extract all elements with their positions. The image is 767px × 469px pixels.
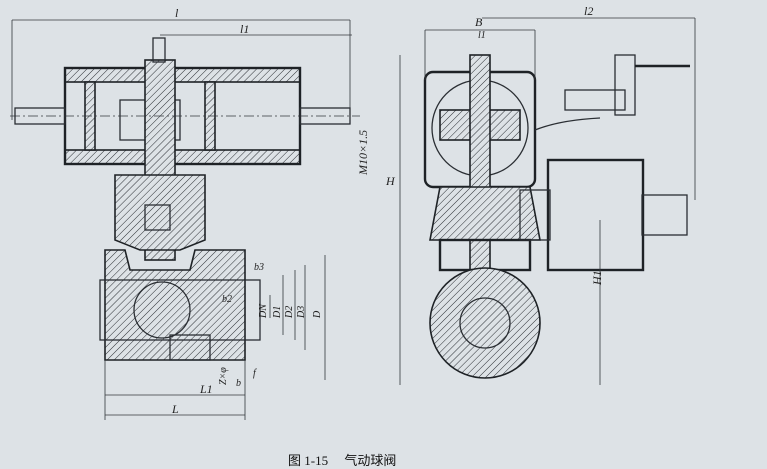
front-view [10, 19, 360, 420]
caption-title: 气动球阀 [344, 453, 397, 468]
label-DN: DN [258, 304, 269, 318]
label-B: B [475, 15, 483, 29]
label-D3: D3 [296, 305, 307, 318]
label-f: f [253, 368, 256, 379]
label-bolts: Z×φ [218, 367, 229, 385]
label-l: l [175, 6, 179, 20]
label-L: L [172, 402, 179, 416]
side-view [399, 17, 696, 385]
label-L1: L1 [200, 382, 213, 396]
label-side-l1: l1 [478, 30, 486, 41]
label-b3: b3 [254, 262, 264, 273]
label-thread: M10×1.5 [356, 129, 370, 175]
label-l2: l2 [584, 4, 594, 18]
figure-caption: 图 1-15 气动球阀 [288, 450, 396, 469]
label-D1: D1 [272, 305, 283, 318]
label-H1: H1 [590, 270, 604, 285]
label-b: b [236, 378, 241, 389]
caption-number: 图 1-15 [288, 453, 329, 468]
label-D2: D2 [284, 305, 295, 318]
label-D: D [312, 310, 323, 318]
label-l1: l1 [240, 22, 250, 36]
label-H: H [386, 174, 395, 188]
label-b2: b2 [222, 294, 232, 305]
